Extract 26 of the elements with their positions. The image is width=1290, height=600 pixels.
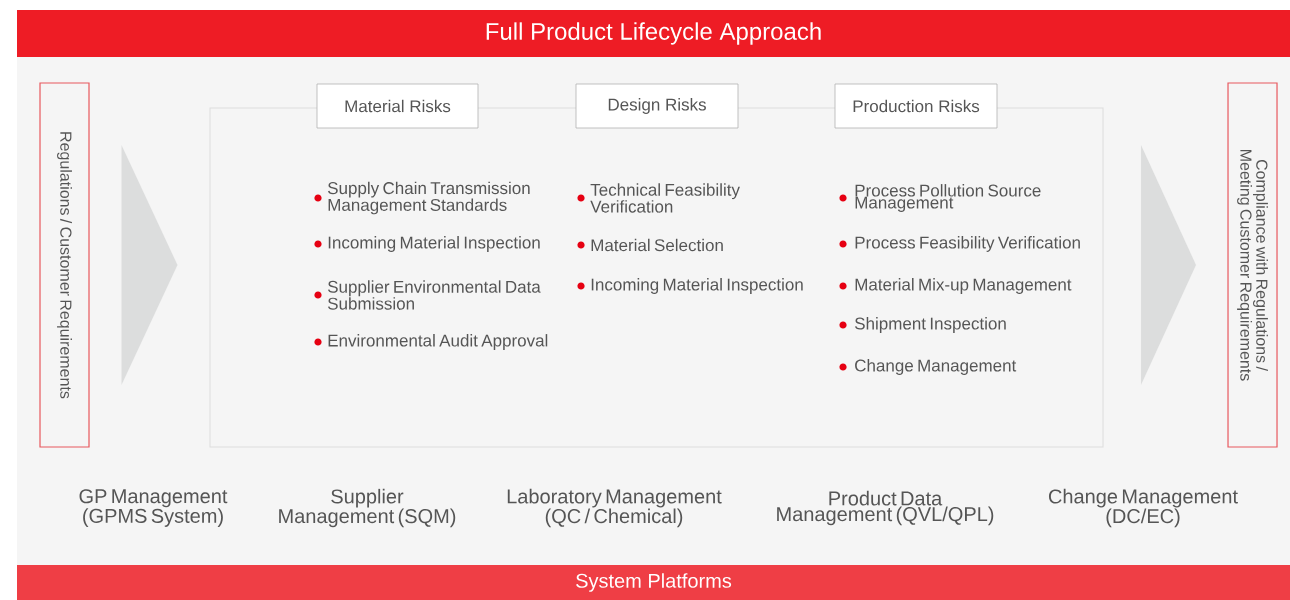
bullet-item: Shipment Inspection bbox=[839, 317, 1006, 333]
requirement-box: Compliance with Regulations / Meeting Customer Requirements bbox=[1227, 82, 1278, 448]
category-box: Material Risks bbox=[316, 83, 479, 129]
bullet-item: Technical Feasibility Verification bbox=[577, 183, 740, 213]
bullet-item: Incoming Material Inspection bbox=[314, 236, 540, 252]
platform-label: Product Data Management (QVL/QPL) bbox=[777, 490, 994, 526]
footer-banner: System Platforms bbox=[17, 565, 1290, 600]
bullet-item: Process Pollution Source Management bbox=[839, 184, 1041, 212]
bullet-item: Material Selection bbox=[577, 238, 723, 252]
platform-label: GP Management (GPMS System) bbox=[79, 489, 228, 527]
platform-label: Change Management (DC/EC) bbox=[1048, 488, 1238, 528]
bullet-item: Incoming Material Inspection bbox=[577, 278, 803, 294]
chevron-arrow bbox=[1141, 145, 1196, 385]
bullet-item: Supplier Environmental Data Submission bbox=[314, 280, 541, 310]
chevron-arrow bbox=[121, 145, 178, 385]
platform-label: Laboratory Management (QC / Chemical) bbox=[507, 488, 722, 528]
bullet-item: Material Mix-up Management bbox=[839, 278, 1072, 294]
bullet-item: Process Feasibility Verification bbox=[839, 236, 1080, 252]
category-box: Production Risks bbox=[834, 83, 998, 129]
title-banner: Full Product Lifecycle Approach bbox=[17, 10, 1290, 57]
platform-label: Supplier Management (SQM) bbox=[279, 488, 456, 528]
bullet-item: Environmental Audit Approval bbox=[314, 334, 548, 350]
requirement-box: Regulations / Customer Requirements bbox=[39, 82, 90, 448]
bullet-item: Supply Chain Transmission Management Standards bbox=[314, 181, 530, 215]
bullet-item: Change Management bbox=[839, 359, 1017, 375]
category-box: Design Risks bbox=[575, 83, 739, 129]
